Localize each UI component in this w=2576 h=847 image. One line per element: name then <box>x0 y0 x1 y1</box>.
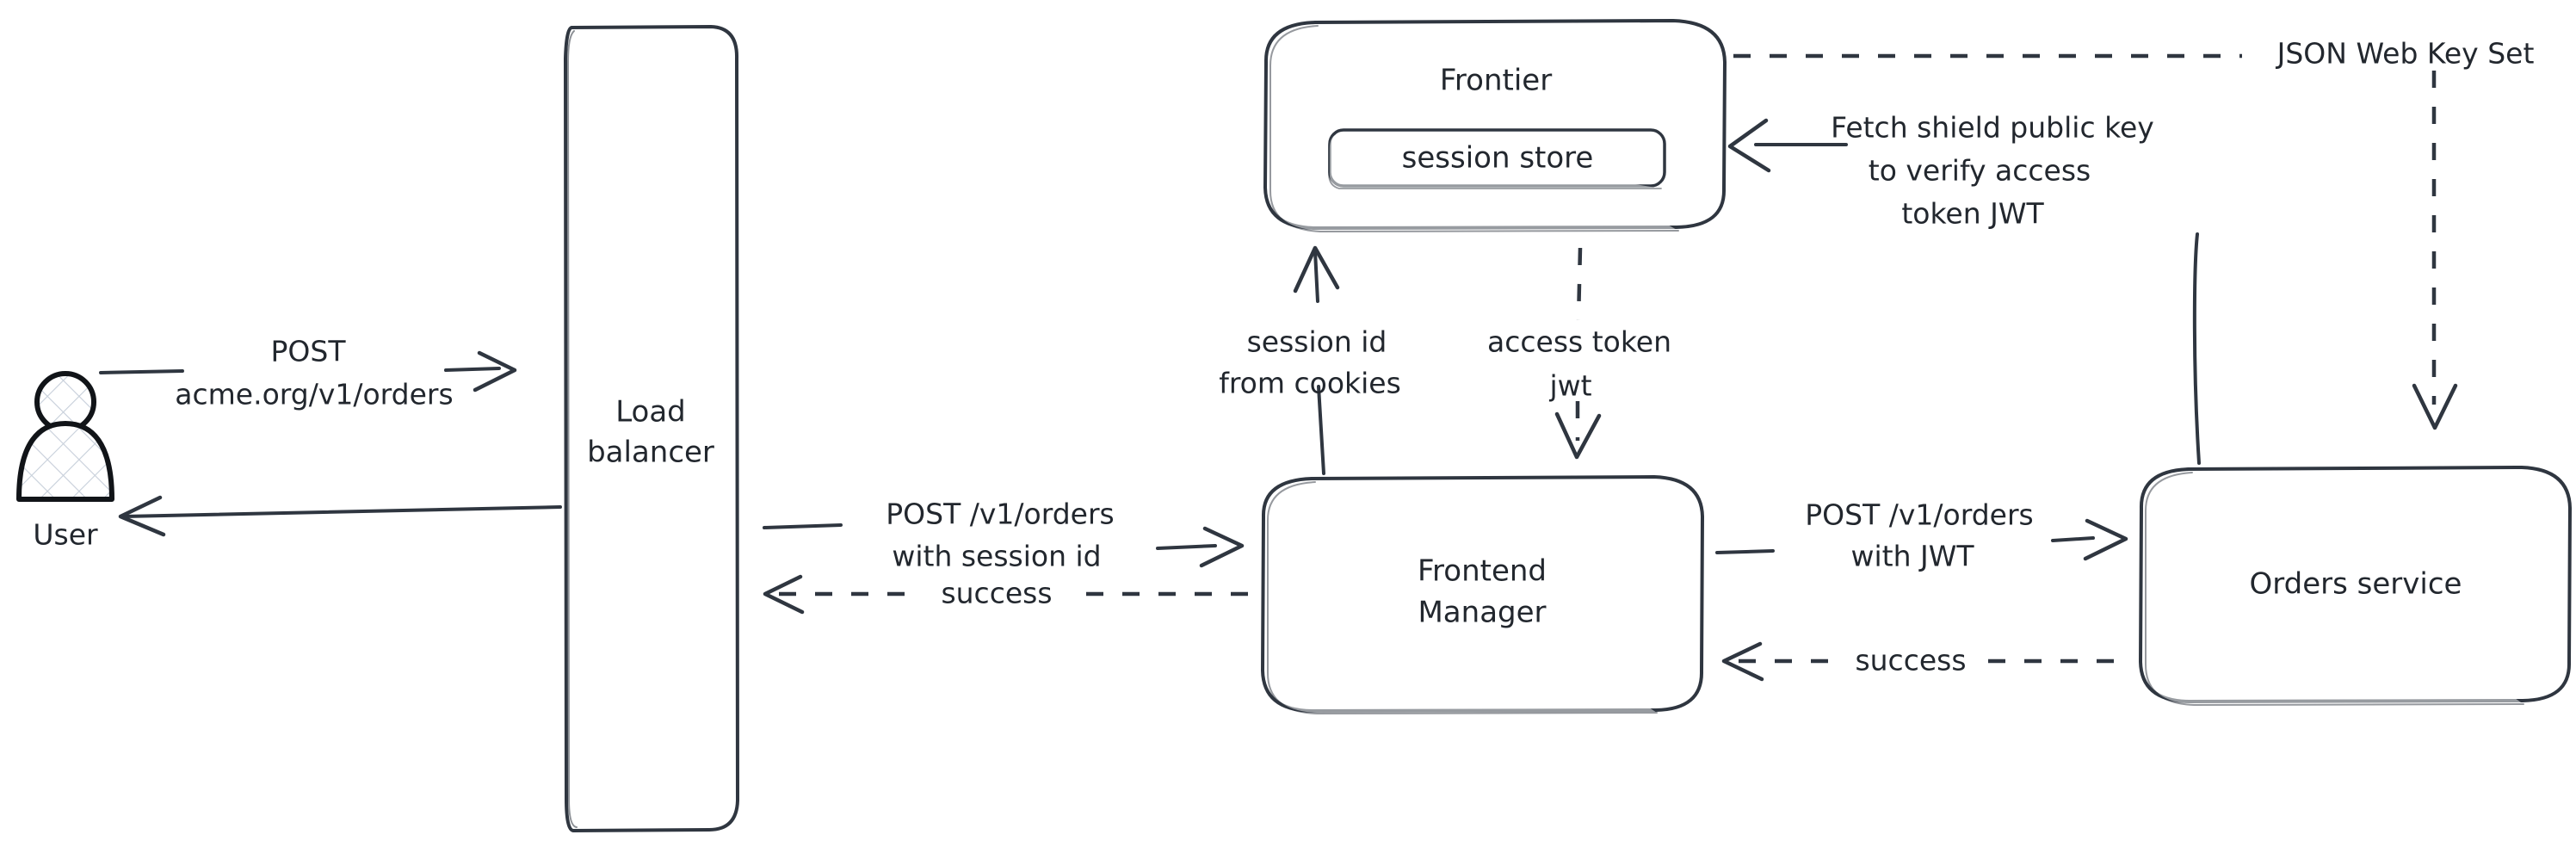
session-store-shape-sketch <box>1328 133 1662 189</box>
edge-lb-to-user-arrowhead <box>118 495 166 537</box>
node-frontier[interactable]: Frontier session store <box>1263 19 1727 232</box>
user-label: User <box>33 518 98 552</box>
edge-fm-frontier-line-upper <box>1313 250 1319 303</box>
node-orders-service[interactable]: Orders service <box>2139 466 2572 706</box>
edge-jwks-arrowhead <box>2412 383 2458 430</box>
edge-frontend-manager-to-lb-success: success <box>763 574 1259 615</box>
edge-load-balancer-to-user <box>118 495 562 537</box>
edge-frontier-to-frontend-manager: access token jwt <box>1487 247 1671 460</box>
edge-fm-lb-success-arrowhead <box>763 574 805 615</box>
frontend-manager-label-line2: Manager <box>1418 596 1546 630</box>
orders-service-shape-sketch <box>2145 472 2524 706</box>
edge-fm-frontier-line-lower <box>1317 385 1325 475</box>
edge-user-to-lb-label-line1: POST <box>271 335 347 368</box>
edge-user-to-lb-line-right <box>444 367 501 372</box>
node-session-store[interactable]: session store <box>1328 128 1666 189</box>
edge-fm-frontier-label-line1: session id <box>1247 325 1387 359</box>
node-user[interactable]: User <box>16 371 114 552</box>
edge-fm-frontier-arrowhead <box>1293 245 1340 294</box>
orders-service-label: Orders service <box>2250 567 2462 602</box>
edge-frontier-fm-label-line2: jwt <box>1548 369 1591 403</box>
edge-orders-to-frontier-fetch-key: Fetch shield public key to verify access… <box>1727 111 2201 465</box>
edge-lb-to-user-line <box>122 505 562 518</box>
edge-user-to-lb-label-line2: acme.org/v1/orders <box>175 378 453 411</box>
edge-frontier-fm-label-line1: access token <box>1487 325 1671 359</box>
edge-fm-lb-success-label: success <box>941 577 1052 610</box>
load-balancer-label-line2: balancer <box>587 436 714 470</box>
edge-frontend-manager-to-frontier: session id from cookies <box>1219 245 1401 475</box>
edge-orders-to-frontend-manager-success: success <box>1721 641 2126 682</box>
edge-orders-fm-success-arrowhead <box>1721 641 1764 682</box>
edge-frontier-fm-dash-upper <box>1576 247 1583 321</box>
edge-fm-frontier-label-line2: from cookies <box>1219 367 1401 400</box>
edge-fm-orders-label-line2: with JWT <box>1850 540 1974 573</box>
edge-lb-fm-line-right <box>1156 544 1217 550</box>
edge-fm-orders-arrowhead <box>2083 518 2128 561</box>
node-frontend-manager[interactable]: Frontend Manager <box>1261 475 1704 714</box>
edge-user-to-load-balancer: POST acme.org/v1/orders <box>99 335 517 411</box>
user-body-icon <box>16 421 114 502</box>
edge-frontier-fm-arrowhead <box>1554 411 1602 460</box>
frontend-manager-label-line1: Frontend <box>1418 554 1547 589</box>
edge-lb-fm-arrowhead <box>1199 526 1245 568</box>
edge-frontier-to-orders-jwks: JSON Web Key Set <box>1733 37 2535 430</box>
frontend-manager-shape-sketch <box>1267 481 1658 714</box>
edge-orders-frontier-arrowhead <box>1727 118 1771 173</box>
node-load-balancer[interactable]: Load balancer <box>564 25 739 832</box>
load-balancer-shape-sketch <box>567 30 578 828</box>
edge-orders-fm-success-label: success <box>1855 644 1966 677</box>
load-balancer-shape <box>564 25 739 832</box>
edge-fm-orders-line-right <box>2051 536 2095 542</box>
edge-orders-frontier-label-line2: to verify access <box>1869 154 2091 188</box>
edge-user-to-lb-line <box>99 369 184 374</box>
edge-jwks-label: JSON Web Key Set <box>2276 37 2535 71</box>
edge-user-to-lb-arrowhead <box>473 350 517 393</box>
edge-frontend-manager-to-orders: POST /v1/orders with JWT <box>1715 498 2128 573</box>
edge-orders-frontier-vertical <box>2192 232 2201 465</box>
edge-fm-orders-label-line1: POST /v1/orders <box>1805 498 2033 532</box>
edge-orders-frontier-label-line3: token JWT <box>1901 197 2044 231</box>
edge-lb-fm-line <box>763 523 843 529</box>
edge-lb-fm-label-line2: with session id <box>892 540 1101 573</box>
edge-lb-to-frontend-manager: POST /v1/orders with session id <box>763 498 1245 573</box>
load-balancer-label-line1: Load <box>615 395 686 430</box>
edge-orders-frontier-label-line1: Fetch shield public key <box>1831 111 2154 145</box>
frontier-label: Frontier <box>1440 64 1552 98</box>
edge-fm-orders-line <box>1715 549 1775 554</box>
edge-lb-fm-label-line1: POST /v1/orders <box>886 498 1114 531</box>
session-store-label: session store <box>1402 141 1594 176</box>
